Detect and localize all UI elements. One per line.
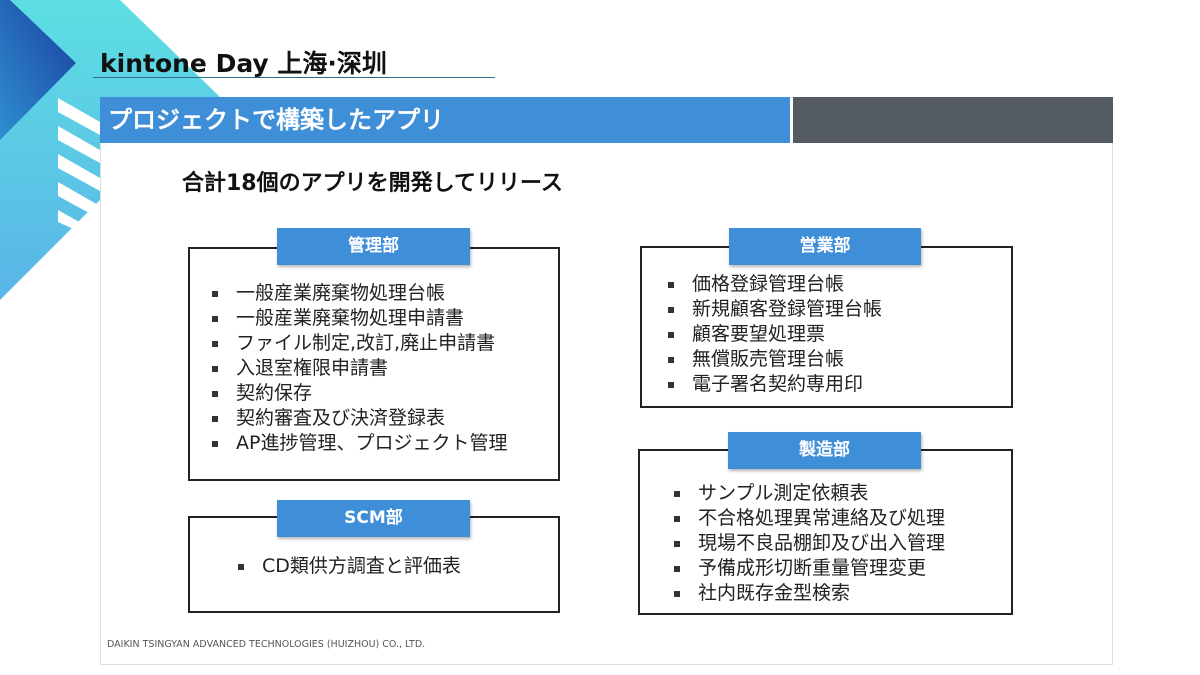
list-item: 予備成形切断重量管理変更: [674, 556, 945, 581]
eigyo-box: 価格登録管理台帳 新規顧客登録管理台帳 顧客要望処理票 無償販売管理台帳 電子署…: [640, 246, 1013, 408]
seizo-label: 製造部: [728, 432, 921, 469]
navy-triangle: [0, 0, 76, 140]
list-item: 入退室権限申請書: [212, 356, 507, 381]
header-gray-bar: [793, 97, 1113, 143]
list-item: AP進捗管理、プロジェクト管理: [212, 431, 507, 456]
slide-header: プロジェクトで構築したアプリ: [100, 97, 790, 143]
eigyo-app-list: 価格登録管理台帳 新規顧客登録管理台帳 顧客要望処理票 無償販売管理台帳 電子署…: [668, 272, 882, 397]
white-stripes: [58, 98, 100, 232]
list-item: サンプル測定依頼表: [674, 481, 945, 506]
title-divider: [93, 77, 495, 78]
kanri-app-list: 一般産業廃棄物処理台帳 一般産業廃棄物処理申請書 ファイル制定,改訂,廃止申請書…: [212, 281, 507, 456]
list-item: 新規顧客登録管理台帳: [668, 297, 882, 322]
list-item: 現場不良品棚卸及び出入管理: [674, 531, 945, 556]
list-item: ファイル制定,改訂,廃止申請書: [212, 331, 507, 356]
list-item: 顧客要望処理票: [668, 322, 882, 347]
list-item: CD類供方調査と評価表: [238, 554, 461, 579]
list-item: 無償販売管理台帳: [668, 347, 882, 372]
list-item: 電子署名契約専用印: [668, 372, 882, 397]
list-item: 契約審査及び決済登録表: [212, 406, 507, 431]
company-footer: DAIKIN TSINGYAN ADVANCED TECHNOLOGIES (H…: [107, 639, 426, 650]
list-item: 一般産業廃棄物処理台帳: [212, 281, 507, 306]
list-item: 社内既存金型検索: [674, 581, 945, 606]
seizo-box: サンプル測定依頼表 不合格処理異常連絡及び処理 現場不良品棚卸及び出入管理 予備…: [638, 449, 1013, 615]
eigyo-label: 営業部: [729, 228, 921, 265]
scm-app-list: CD類供方調査と評価表: [238, 554, 461, 579]
slide-subtitle: 合計18個のアプリを開発してリリース: [182, 171, 563, 196]
list-item: 価格登録管理台帳: [668, 272, 882, 297]
list-item: 一般産業廃棄物処理申請書: [212, 306, 507, 331]
kanri-box: 一般産業廃棄物処理台帳 一般産業廃棄物処理申請書 ファイル制定,改訂,廃止申請書…: [188, 247, 560, 481]
list-item: 不合格処理異常連絡及び処理: [674, 506, 945, 531]
list-item: 契約保存: [212, 381, 507, 406]
seizo-app-list: サンプル測定依頼表 不合格処理異常連絡及び処理 現場不良品棚卸及び出入管理 予備…: [674, 481, 945, 606]
scm-label: SCM部: [277, 500, 470, 537]
kanri-label: 管理部: [277, 228, 470, 265]
event-title: kintone Day 上海·深圳: [100, 49, 387, 78]
